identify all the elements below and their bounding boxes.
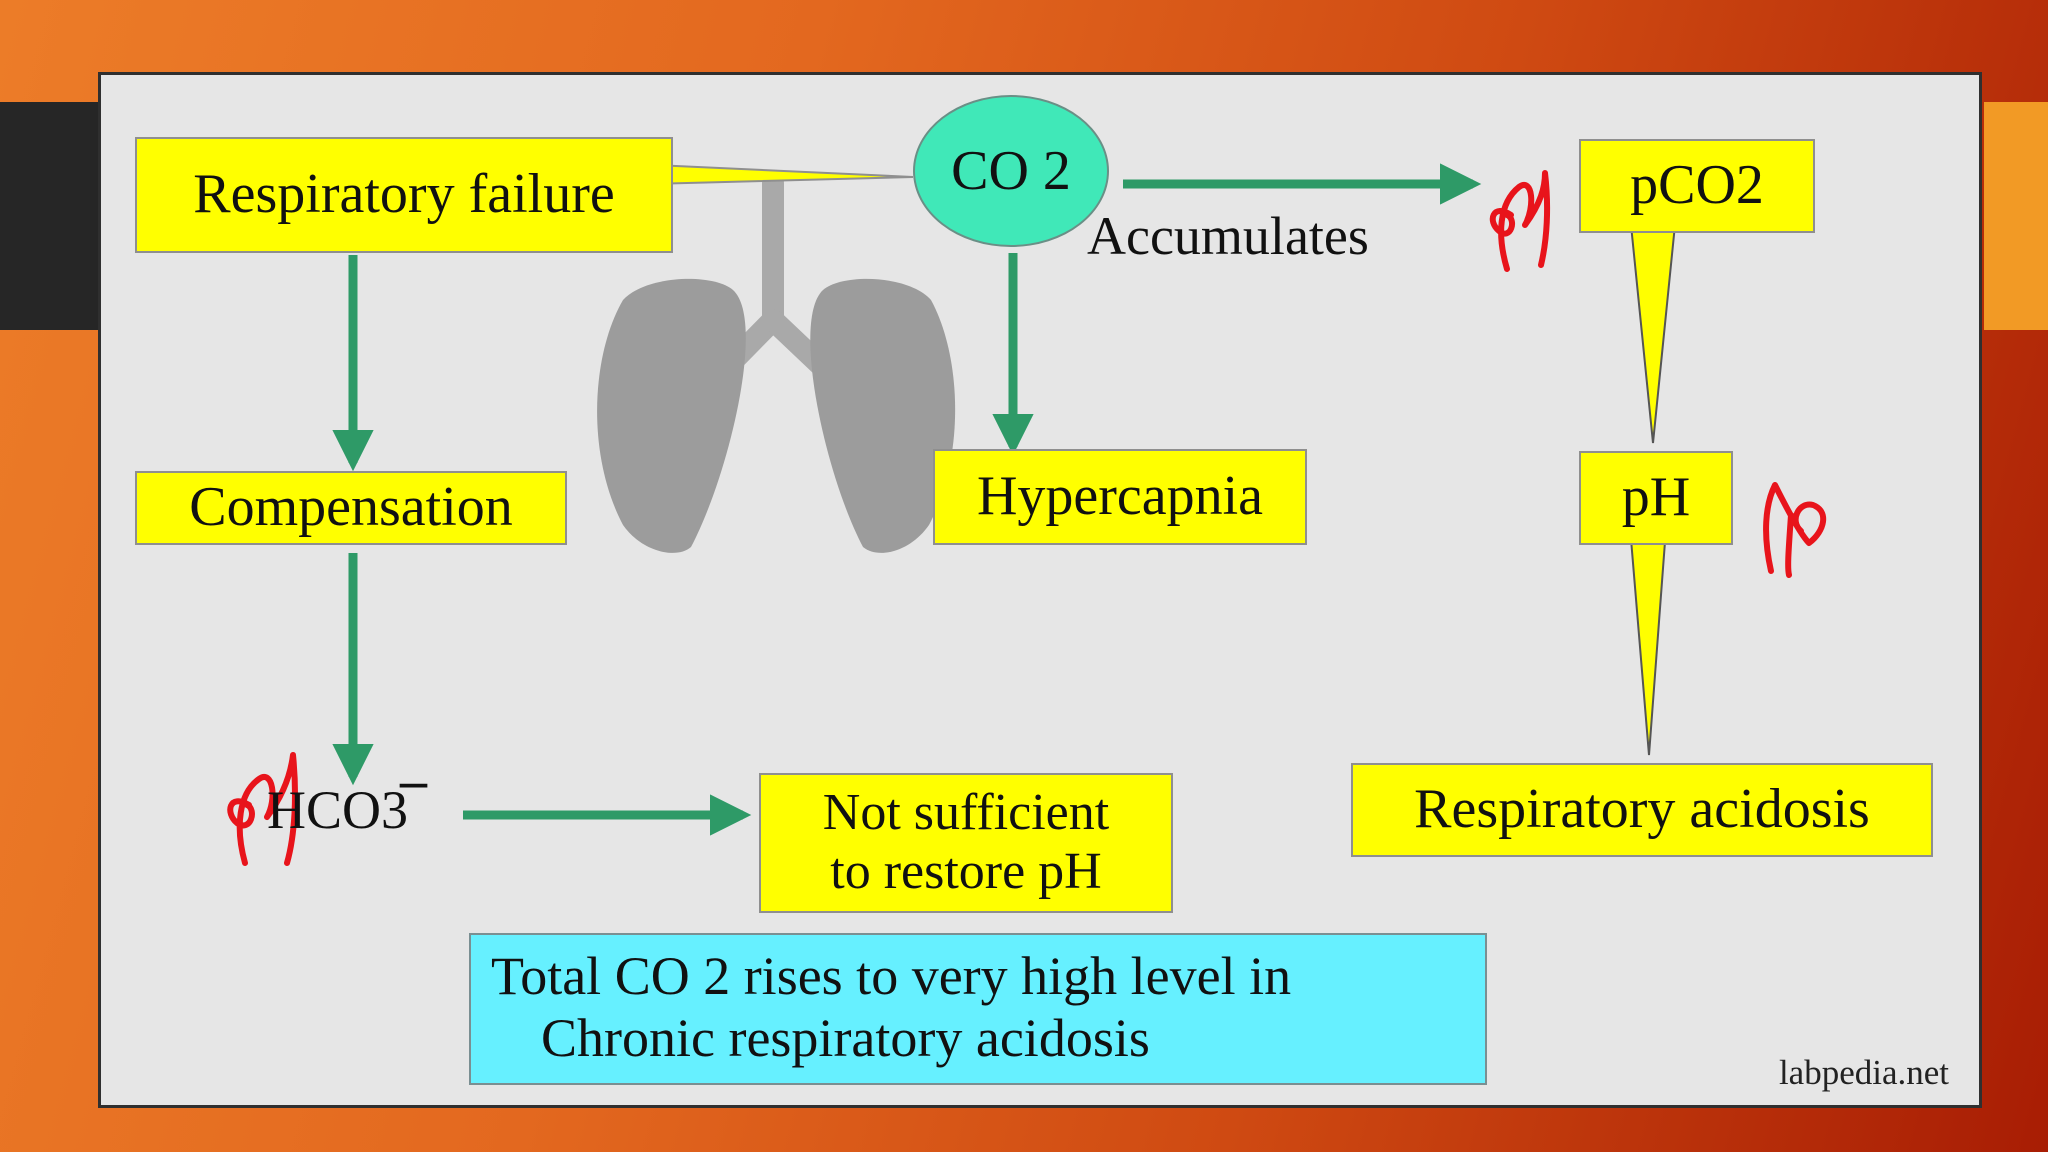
hypercapnia-box: Hypercapnia: [933, 449, 1307, 545]
pco2-label: pCO2: [1630, 154, 1764, 217]
summary-note-line1: Total CO 2 rises to very high level in: [491, 946, 1292, 1006]
not-sufficient-line1: Not sufficient: [822, 784, 1110, 842]
ph-label: pH: [1621, 466, 1691, 529]
up-arrow-handwritten-pco2: [1489, 170, 1551, 272]
respiratory-failure-box: Respiratory failure: [135, 137, 673, 253]
summary-note-box: Total CO 2 rises to very high level in C…: [469, 933, 1487, 1085]
respiratory-acidosis-box: Respiratory acidosis: [1351, 763, 1933, 857]
ph-to-acidosis-pointer: [1627, 514, 1669, 756]
hco3-text: HCO3: [267, 780, 409, 840]
ph-box: pH: [1579, 451, 1733, 545]
down-arrow-handwritten-ph: [1763, 482, 1826, 578]
respiratory-acidosis-label: Respiratory acidosis: [1414, 778, 1870, 841]
summary-note-line2: Chronic respiratory acidosis: [541, 1008, 1150, 1069]
left-lung-icon: [597, 278, 746, 553]
diagram-graphics: [227, 161, 1826, 866]
pco2-to-ph-pointer: [1627, 204, 1679, 444]
left-dark-band: [0, 102, 106, 330]
respiratory-failure-label: Respiratory failure: [193, 163, 615, 226]
hco3-charge: –: [400, 750, 428, 810]
hypercapnia-label: Hypercapnia: [976, 465, 1264, 528]
right-orange-tab: [1984, 102, 2048, 330]
right-lung-icon: [810, 278, 956, 553]
diagram-slide: Respiratory failure CO 2 Accumulates pCO…: [98, 72, 1982, 1108]
hco3-label: HCO3–: [267, 753, 427, 840]
up-arrow-handwritten-hco3: [227, 752, 298, 866]
compensation-label: Compensation: [189, 476, 513, 539]
co2-label: CO 2: [951, 140, 1071, 202]
pco2-box: pCO2: [1579, 139, 1815, 233]
lungs-icon: [597, 172, 956, 553]
not-sufficient-box: Not sufficient to restore pH: [759, 773, 1173, 913]
not-sufficient-line2: to restore pH: [830, 843, 1102, 900]
compensation-box: Compensation: [135, 471, 567, 545]
co2-ellipse: CO 2: [913, 95, 1109, 247]
accumulates-label: Accumulates: [1087, 206, 1369, 266]
watermark: labpedia.net: [1778, 1053, 1949, 1092]
